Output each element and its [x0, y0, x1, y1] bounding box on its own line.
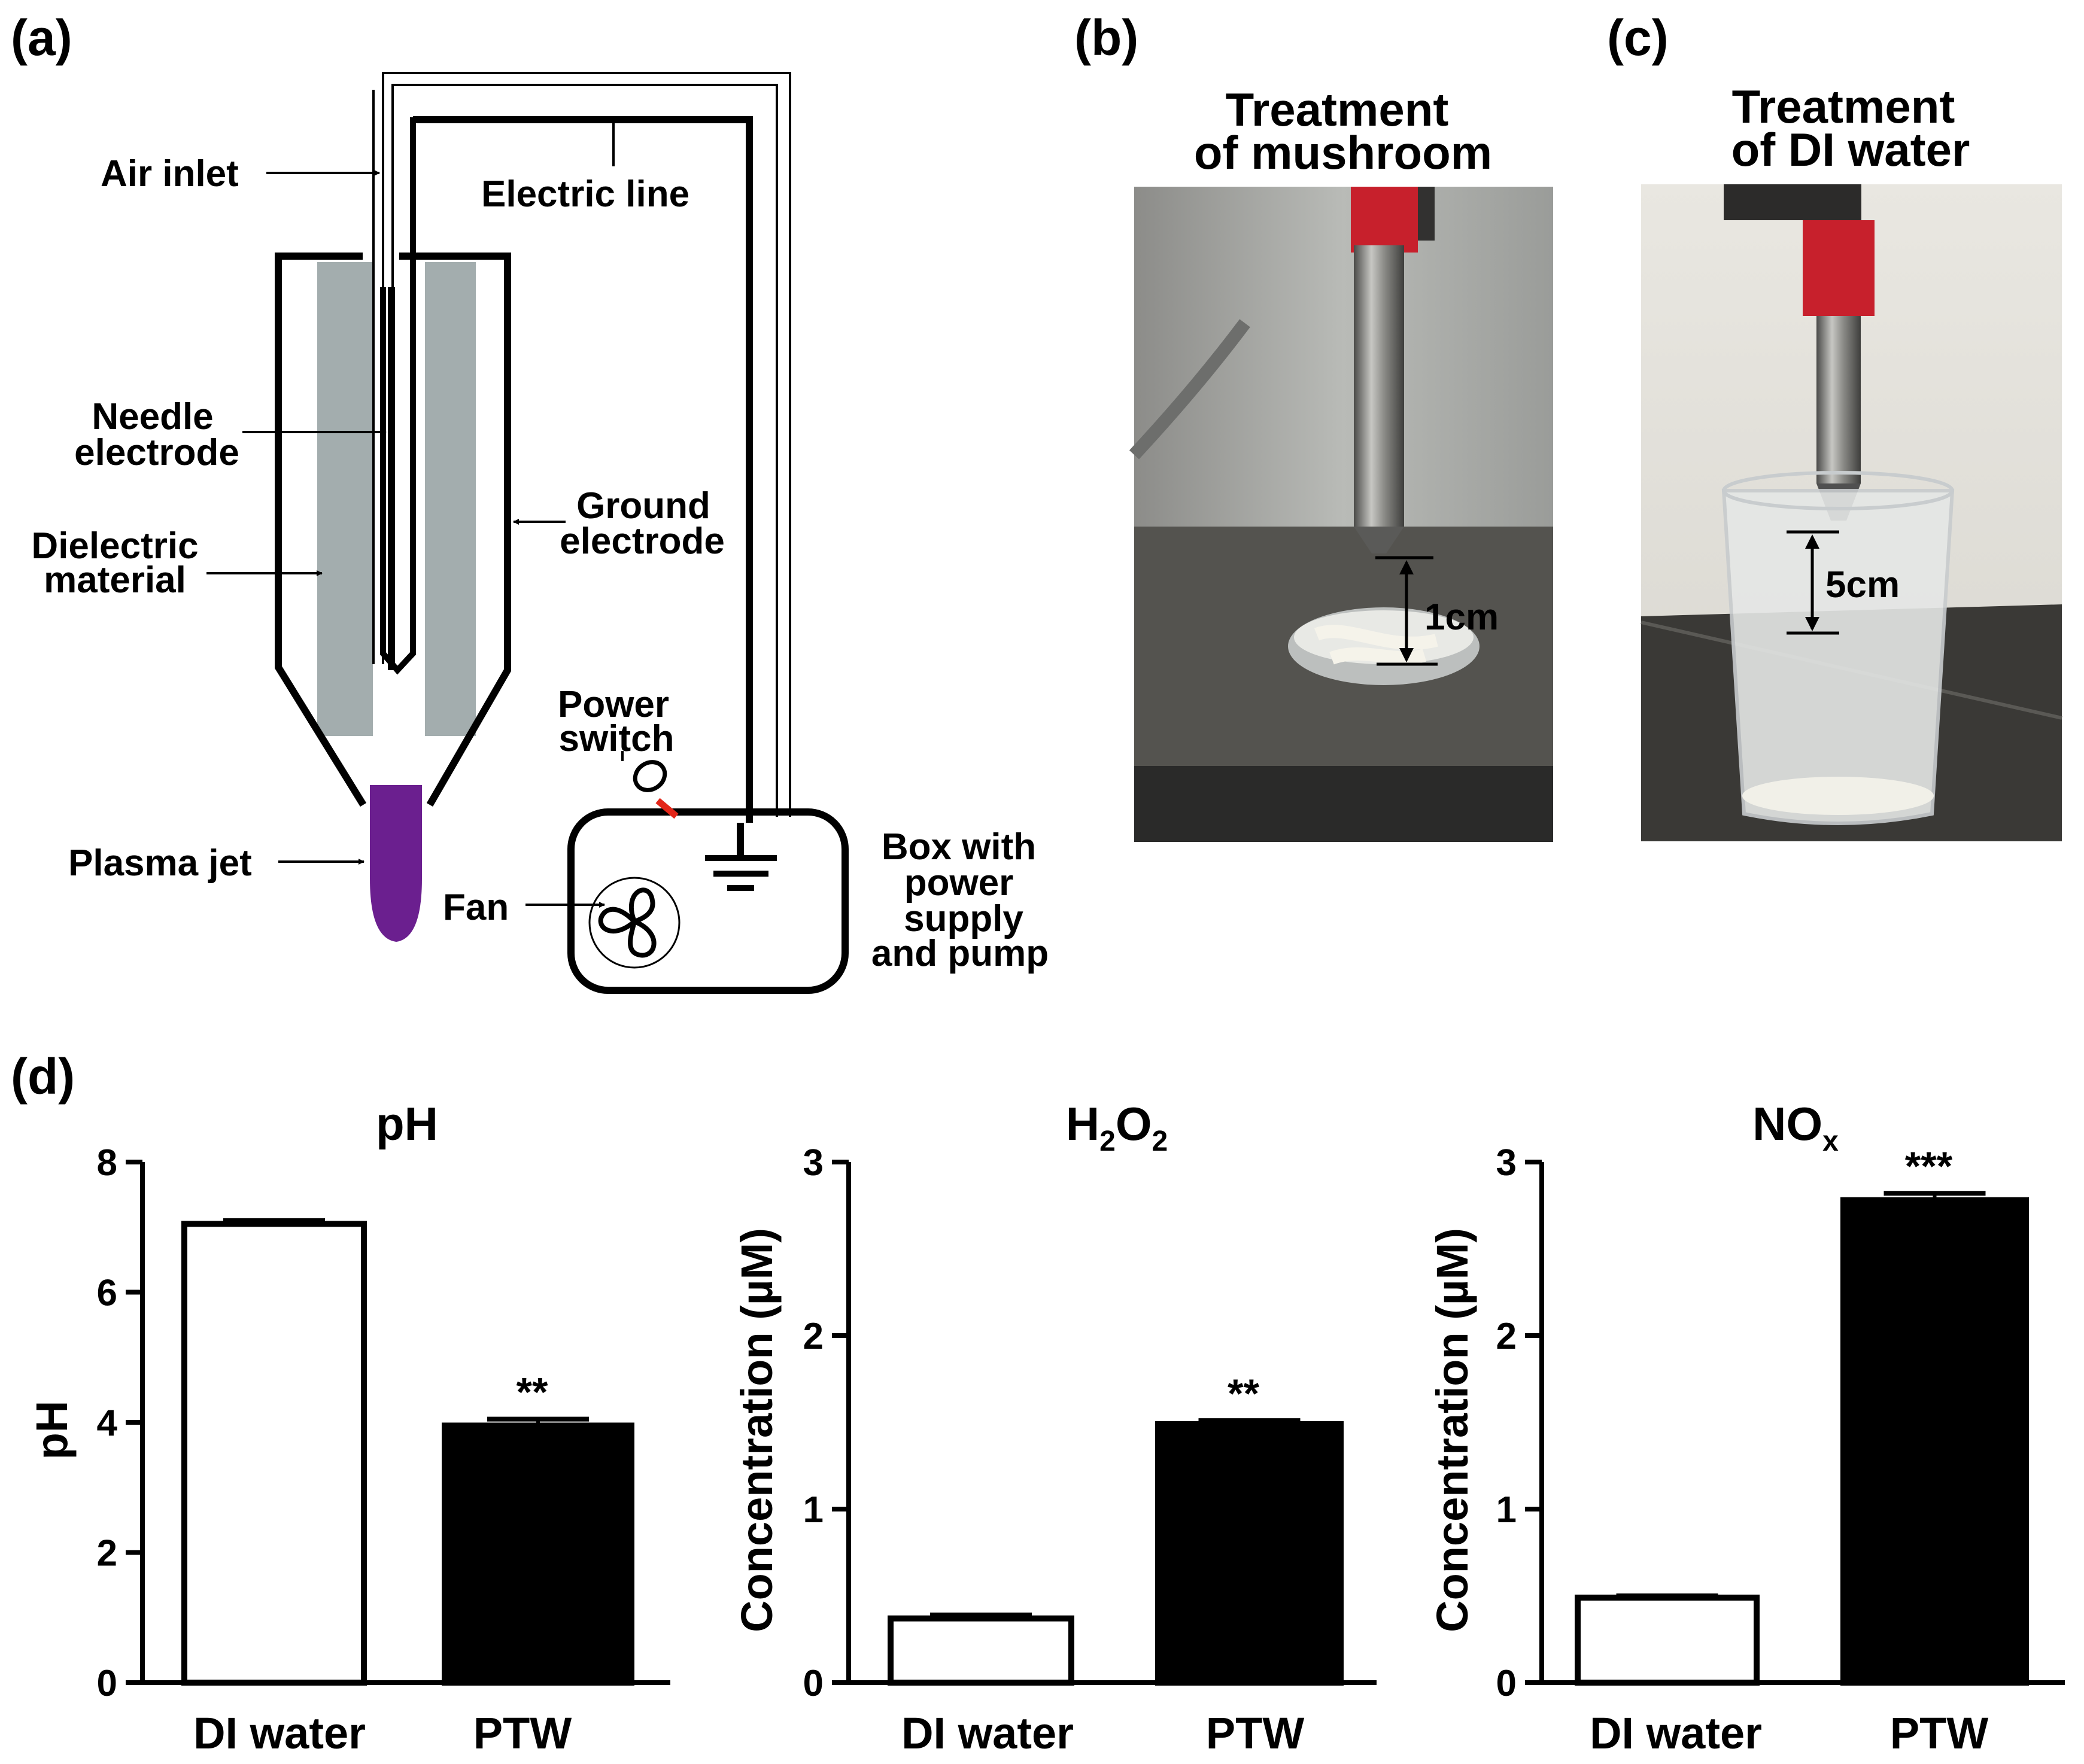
- needle-electrode-line: [388, 116, 753, 823]
- ground-symbol: [705, 823, 777, 891]
- chart-h2o2-ytick-label-2: 2: [803, 1316, 824, 1357]
- label-ground-1: Ground: [576, 485, 710, 527]
- panel-b: (b) Treatment of mushroom 1cm: [1074, 10, 1553, 842]
- photo-b: 1cm: [1129, 187, 1553, 842]
- label-power-1: Power: [558, 684, 669, 725]
- chart-ph-xtick-0: DI water: [193, 1708, 366, 1758]
- chart-nox-title-main: NO: [1752, 1097, 1822, 1150]
- chart-h2o2-significance: **: [1228, 1371, 1259, 1416]
- chart-nox-xtick-0: DI water: [1590, 1708, 1762, 1758]
- panel-label-c: (c): [1607, 10, 1669, 66]
- label-needle-1: Needle: [92, 396, 213, 437]
- chart-h2o2-title-o: O: [1116, 1097, 1152, 1150]
- panel-label-d: (d): [11, 1048, 75, 1105]
- label-fan: Fan: [443, 887, 509, 928]
- chart-nox-ytick-label-1: 1: [1496, 1489, 1517, 1531]
- chart-ph-ytick-label-2: 4: [97, 1403, 118, 1444]
- chart-nox-bar-1: [1840, 1197, 2029, 1686]
- chart-ph-bar-0: [181, 1221, 367, 1686]
- chart-ph-xtick-1: PTW: [473, 1708, 572, 1758]
- chart-h2o2-title-h: H: [1066, 1097, 1099, 1150]
- chart-ph-ytick-label-1: 2: [97, 1533, 117, 1574]
- plasma-jet: [370, 785, 422, 942]
- label-electric-line: Electric line: [481, 174, 689, 215]
- reactor-body: [275, 253, 511, 807]
- label-box-2: power: [904, 862, 1014, 904]
- chart-nox-ylabel: Concentration (µM): [1427, 1228, 1477, 1632]
- chart-h2o2-title: H2O2: [1066, 1097, 1168, 1157]
- panel-label-a: (a): [11, 10, 72, 66]
- chart-h2o2-bar-1: [1155, 1421, 1344, 1686]
- chart-nox-title: NOx: [1752, 1097, 1839, 1157]
- photo-c-title-2: of DI water: [1731, 123, 1970, 176]
- chart-h2o2-xtick-0: DI water: [901, 1708, 1074, 1758]
- label-plasma-jet: Plasma jet: [68, 843, 252, 884]
- needle-electrode: [380, 117, 416, 675]
- chart-ph-ylabel: pH: [27, 1401, 77, 1460]
- chart-h2o2-bar-0: [888, 1615, 1074, 1686]
- label-box-1: Box with: [882, 826, 1036, 868]
- chart-ph-ytick-label-3: 6: [97, 1273, 117, 1314]
- photo-c-distance: 5cm: [1825, 564, 1900, 606]
- photo-b-distance: 1cm: [1424, 597, 1499, 638]
- chart-nox-title-sub: x: [1822, 1126, 1839, 1157]
- chart-h2o2-ylabel: Concentration (µM): [732, 1228, 782, 1632]
- chart-h2o2-xtick-1: PTW: [1206, 1708, 1305, 1758]
- label-box-4: and pump: [871, 933, 1049, 974]
- chart-ph-bar-1: [442, 1422, 634, 1686]
- chart-h2o2-ytick-label-0: 0: [803, 1663, 824, 1704]
- power-switch: [633, 760, 679, 819]
- chart-h2o2-ytick-label-1: 1: [803, 1489, 824, 1531]
- chart-nox-ytick-label-2: 2: [1496, 1316, 1517, 1357]
- chart-ph-ytick-label-4: 8: [97, 1142, 117, 1184]
- label-ground-2: electrode: [560, 521, 725, 562]
- panel-c: (c) Treatment of DI water 5cm: [1607, 10, 2062, 841]
- photo-b-title-1: Treatment: [1226, 83, 1449, 136]
- photo-b-title-2: of mushroom: [1194, 126, 1492, 179]
- label-power-2: switch: [559, 718, 675, 759]
- chart-h2o2-title-sub1: 2: [1099, 1126, 1116, 1157]
- chart-nox-xtick-1: PTW: [1890, 1708, 1989, 1758]
- chart-nox-bar-0: [1575, 1594, 1760, 1686]
- label-needle-2: electrode: [74, 432, 239, 473]
- photo-c: 5cm: [1641, 184, 2062, 841]
- chart-ph-ytick-label-0: 0: [97, 1663, 117, 1704]
- chart-nox-ytick-label-0: 0: [1496, 1663, 1517, 1704]
- label-dielectric-2: material: [44, 559, 186, 601]
- panel-label-b: (b): [1074, 10, 1138, 66]
- chart-h2o2-ytick-label-3: 3: [803, 1142, 824, 1184]
- label-box-3: supply: [904, 898, 1023, 939]
- power-box: [567, 808, 849, 994]
- label-air-inlet: Air inlet: [101, 153, 239, 194]
- chart-h2o2-title-sub2: 2: [1152, 1126, 1168, 1157]
- photo-c-title-1: Treatment: [1732, 80, 1955, 133]
- chart-nox-significance: ***: [1905, 1143, 1953, 1189]
- dielectric-left: [317, 262, 373, 736]
- chart-nox: NOx Concentration (µM) 0 1 2 3 DI water PTW…: [1427, 1097, 2065, 1758]
- dielectric-right: [425, 262, 476, 736]
- chart-ph-significance: **: [517, 1370, 548, 1415]
- label-dielectric-1: Dielectric: [31, 525, 198, 567]
- chart-ph-title: pH: [376, 1097, 438, 1150]
- fan-icon: [588, 877, 681, 969]
- chart-nox-ytick-label-3: 3: [1496, 1142, 1517, 1184]
- chart-ph: pH pH 0 2 4 6 8 DI water PTW **: [27, 1097, 670, 1758]
- panel-a: (a): [11, 10, 1049, 994]
